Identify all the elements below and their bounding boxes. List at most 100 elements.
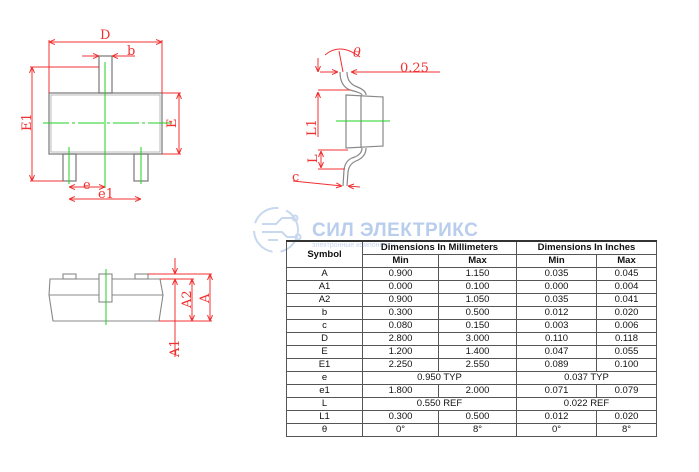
table-cell: 0.020 (596, 410, 657, 424)
table-cell: θ (286, 423, 363, 437)
table-cell: 0.003 (516, 319, 597, 333)
table-cell: 0.035 (516, 267, 597, 281)
label-gauge: 0.25 (400, 61, 429, 76)
table-cell: 0.020 (596, 306, 657, 320)
watermark-title: СИЛ ЭЛЕКТРИКС (312, 220, 479, 241)
label-e1: e1 (98, 187, 114, 202)
table-cell: e1 (286, 384, 363, 398)
label-D: D (100, 28, 110, 43)
table-cell: 0.100 (438, 280, 517, 294)
table-cell: 0.110 (516, 332, 597, 346)
label-L1: L1 (305, 119, 320, 136)
table-cell: A1 (286, 280, 363, 294)
table-cell: 0.150 (438, 319, 517, 333)
header-in-min: Min (516, 254, 597, 268)
table-cell: 1.400 (438, 345, 517, 359)
table-cell: 0.055 (596, 345, 657, 359)
table-cell: 0.550 REF (362, 397, 517, 411)
table-cell: 0.900 (362, 267, 439, 281)
table-cell: A2 (286, 293, 363, 307)
header-inches: Dimensions In Inches (516, 240, 657, 255)
table-cell: 0.089 (516, 358, 597, 372)
table-cell: 0.118 (596, 332, 657, 346)
watermark-logo (253, 207, 302, 253)
table-cell: 0.000 (516, 280, 597, 294)
dimensions-table: Symbol Dimensions In Millimeters Dimensi… (286, 240, 657, 437)
table-cell: 8° (438, 423, 517, 437)
table-cell: 0° (516, 423, 597, 437)
table-cell: 0.300 (362, 306, 439, 320)
table-cell: 0.004 (596, 280, 657, 294)
table-cell: 2.250 (362, 358, 439, 372)
table-cell: 3.000 (438, 332, 517, 346)
table-cell: 8° (596, 423, 657, 437)
table-cell: 0.035 (516, 293, 597, 307)
table-cell: 2.550 (438, 358, 517, 372)
table-cell: 2.000 (438, 384, 517, 398)
label-E1: E1 (20, 113, 35, 131)
table-cell: 1.800 (362, 384, 439, 398)
label-L: L (306, 154, 321, 163)
label-A2: A2 (180, 290, 195, 309)
table-cell: 0.045 (596, 267, 657, 281)
table-cell: L (286, 397, 363, 411)
table-cell: D (286, 332, 363, 346)
table-cell: 0.500 (438, 410, 517, 424)
table-cell: 0.500 (438, 306, 517, 320)
table-cell: 0.041 (596, 293, 657, 307)
table-cell: 0° (362, 423, 439, 437)
table-cell: 0.012 (516, 410, 597, 424)
header-symbol: Symbol (286, 240, 363, 268)
table-cell: e (286, 371, 363, 385)
top-view: D b E1 E e e1 (20, 28, 181, 202)
table-cell: c (286, 319, 363, 333)
front-view: A1 A2 A (48, 258, 213, 358)
header-mm: Dimensions In Millimeters (362, 240, 517, 255)
table-cell: 1.050 (438, 293, 517, 307)
table-cell: 1.200 (362, 345, 439, 359)
table-cell: 0.079 (596, 384, 657, 398)
header-mm-min: Min (362, 254, 439, 268)
label-c: c (292, 170, 299, 185)
label-b: b (127, 44, 135, 59)
table-cell: E1 (286, 358, 363, 372)
table-cell: 2.800 (362, 332, 439, 346)
label-E: E (165, 119, 180, 129)
table-cell: A (286, 267, 363, 281)
table-cell: 0.080 (362, 319, 439, 333)
table-cell: 0.000 (362, 280, 439, 294)
label-A1: A1 (168, 339, 183, 358)
table-cell: 0.037 TYP (516, 371, 657, 385)
table-cell: 0.100 (596, 358, 657, 372)
table-cell: 1.150 (438, 267, 517, 281)
header-in-max: Max (596, 254, 657, 268)
table-cell: E (286, 345, 363, 359)
table-cell: 0.071 (516, 384, 597, 398)
table-cell: 0.006 (596, 319, 657, 333)
table-cell: 0.012 (516, 306, 597, 320)
table-cell: b (286, 306, 363, 320)
label-theta: θ (353, 46, 361, 61)
label-e: e (83, 178, 91, 193)
table-cell: 0.950 TYP (362, 371, 517, 385)
label-A: A (198, 293, 213, 304)
table-cell: 0.900 (362, 293, 439, 307)
header-mm-max: Max (438, 254, 517, 268)
table-cell: 0.022 REF (516, 397, 657, 411)
table-cell: 0.047 (516, 345, 597, 359)
table-cell: 0.300 (362, 410, 439, 424)
